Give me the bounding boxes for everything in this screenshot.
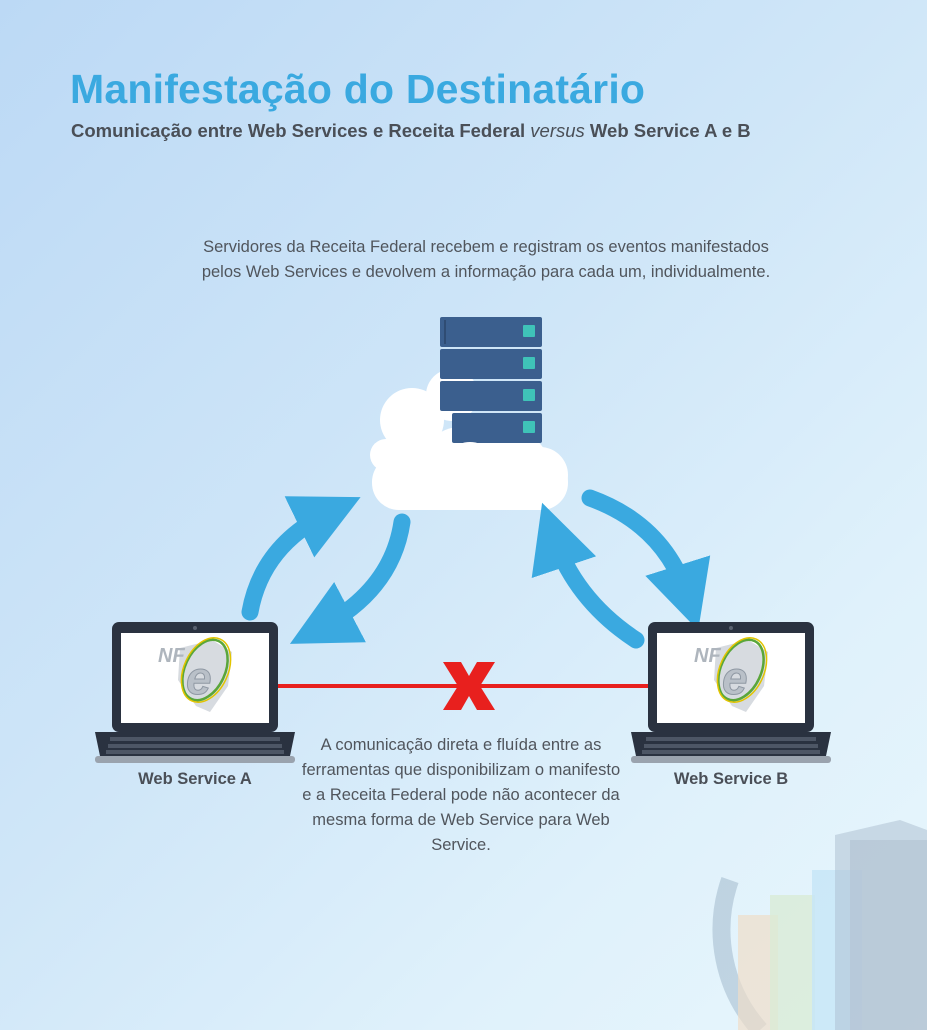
web-service-a-label: Web Service A — [138, 770, 252, 788]
laptop-icon: NF e — [95, 622, 295, 763]
blocked-x-icon — [443, 662, 495, 710]
subtitle-italic: versus — [530, 120, 585, 141]
server-rack — [440, 317, 542, 443]
arrow-icon — [241, 489, 711, 649]
svg-text:e: e — [186, 652, 212, 704]
nfe-logo: NF e — [694, 637, 768, 712]
arrow-cloud-to-a — [289, 513, 411, 644]
web-service-b-label: Web Service B — [673, 770, 789, 788]
svg-text:e: e — [722, 652, 748, 704]
page-title: Manifestação do Destinatário — [70, 66, 646, 112]
decorative-bars — [712, 820, 927, 1030]
blocked-connection — [278, 662, 648, 710]
arrow-b-to-cloud — [531, 502, 645, 649]
laptop-icon: NF e — [631, 622, 831, 763]
svg-text:NF: NF — [158, 645, 185, 667]
arrow-a-to-cloud — [241, 496, 361, 621]
communication-description: A comunicação direta e fluída entre as f… — [301, 736, 621, 854]
server-description: Servidores da Receita Federal recebem e … — [201, 238, 771, 281]
cloud-server-icon — [370, 317, 568, 510]
arrow-cloud-to-b — [581, 489, 711, 631]
svg-text:NF: NF — [694, 645, 721, 667]
subtitle-part2: Web Service A e B — [584, 120, 751, 141]
subtitle-part1: Comunicação entre Web Services e Receita… — [71, 120, 531, 141]
page-subtitle: Comunicação entre Web Services e Receita… — [71, 120, 751, 142]
nfe-logo: NF e — [158, 637, 232, 712]
